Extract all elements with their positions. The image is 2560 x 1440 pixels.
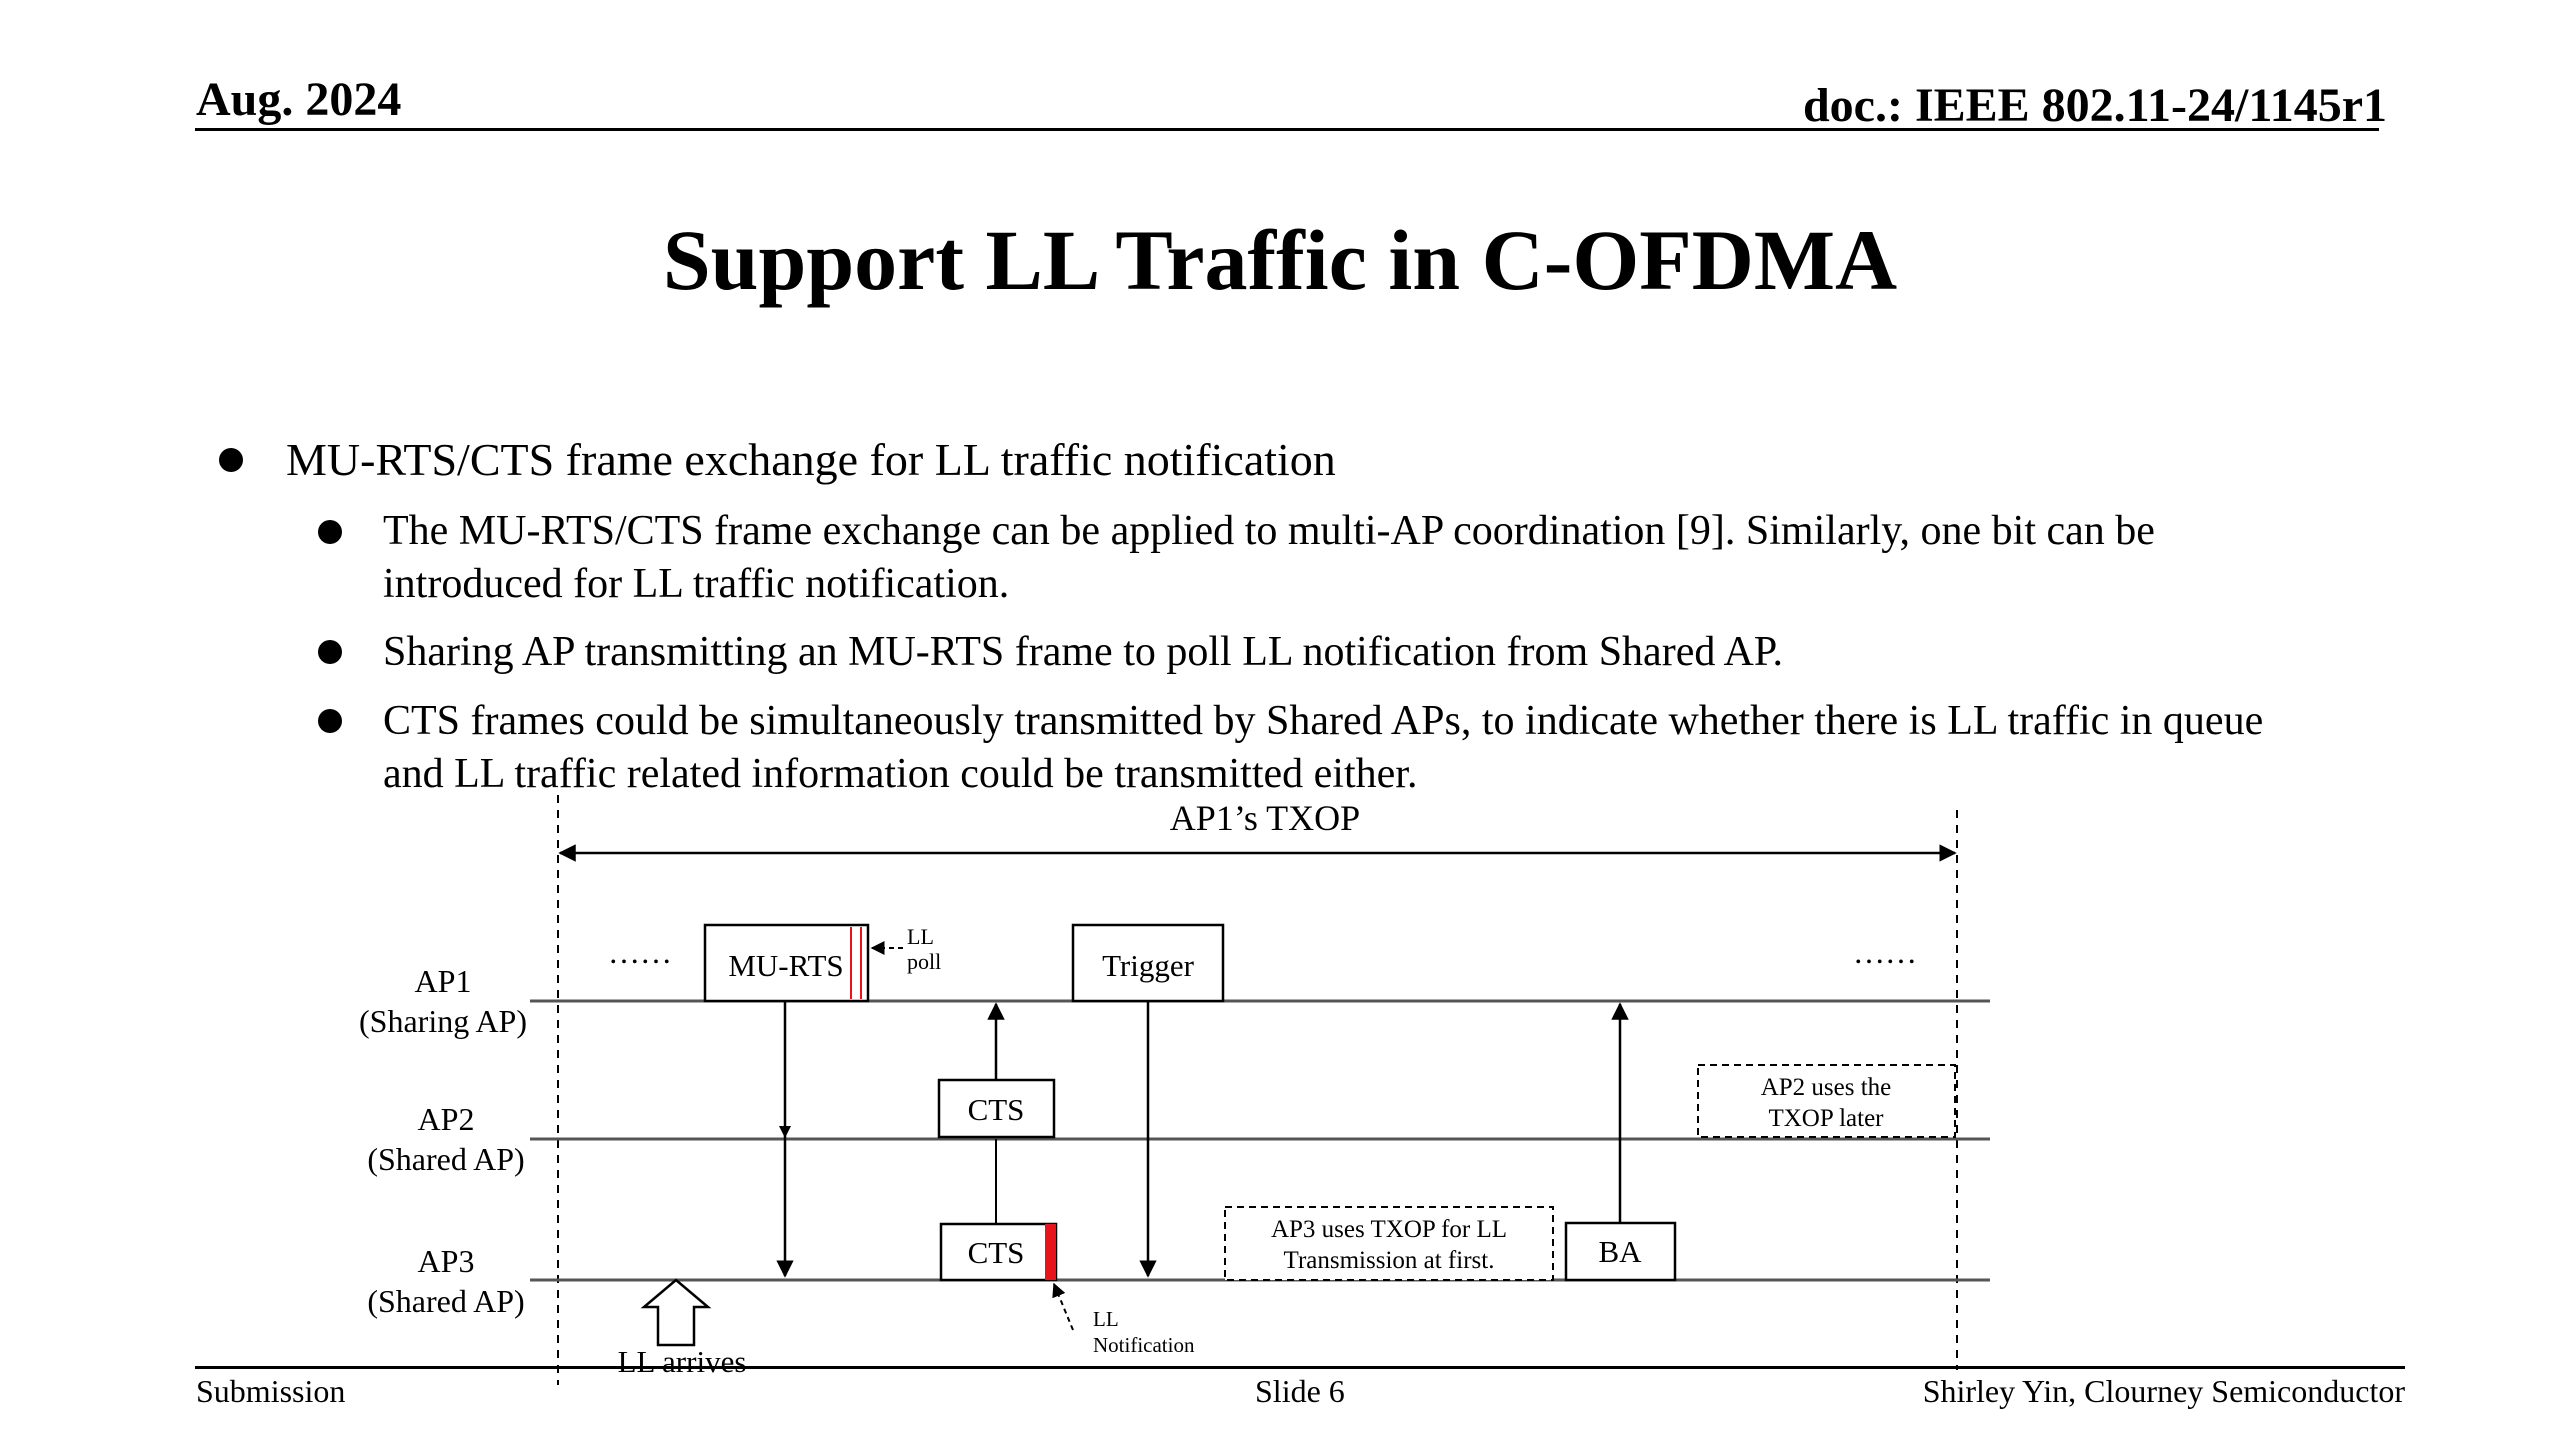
ll-notification-label-2: Notification	[1093, 1333, 1195, 1357]
ap3-cts-frame	[939, 1222, 1058, 1282]
ellipsis-right: ……	[1853, 934, 1917, 970]
ll-arrives-label: LL arrives	[618, 1344, 747, 1379]
ap3-name: AP3	[418, 1243, 475, 1279]
ap2-name: AP2	[418, 1101, 475, 1137]
ap3-uses-txop-box	[1224, 1206, 1554, 1281]
ba-frame	[1564, 1221, 1677, 1282]
slide-title: Support LL Traffic in C-OFDMA	[662, 212, 1898, 308]
ap2-uses-txop-later-box	[1697, 1064, 1956, 1138]
ll-notification-label-1: LL	[1093, 1307, 1119, 1331]
footer-submission: Submission	[196, 1373, 346, 1409]
trigger-label: Trigger	[1102, 948, 1195, 983]
bullet-dot-sub1	[318, 520, 342, 544]
bullet-sub2: Sharing AP transmitting an MU-RTS frame …	[383, 629, 1784, 675]
ap2-later-line1: AP2 uses the	[1761, 1074, 1892, 1101]
bullet-sub1-line2: introduced for LL traffic notification.	[383, 561, 1010, 607]
trigger-frame	[1071, 923, 1225, 1003]
ap1-role: (Sharing AP)	[359, 1003, 527, 1039]
ap3-uses-txop-line1: AP3 uses TXOP for LL	[1271, 1216, 1507, 1243]
ll-notification-pointer	[1052, 1282, 1074, 1331]
txop-label: AP1’s TXOP	[1170, 798, 1360, 838]
ap1-name: AP1	[415, 963, 472, 999]
bullet-dot-sub3	[318, 709, 342, 733]
ap2-later-line2: TXOP later	[1768, 1105, 1884, 1132]
ba-label: BA	[1598, 1234, 1642, 1269]
bullet-dot-main	[219, 448, 243, 472]
mu-rts-to-ap2-arrowhead	[779, 1126, 791, 1138]
header-rule	[195, 128, 2379, 131]
ap2-cts-label: CTS	[968, 1092, 1025, 1127]
mu-rts-label: MU-RTS	[728, 948, 843, 983]
bullet-dot-sub2	[318, 640, 342, 664]
ll-notification-bit	[1045, 1224, 1056, 1280]
ll-arrives-arrow-icon	[640, 1278, 712, 1347]
ellipsis-left: ……	[608, 934, 672, 970]
footer-rule	[195, 1366, 2405, 1369]
ap2-cts-frame	[937, 1078, 1056, 1139]
ap3-uses-txop-line2: Transmission at first.	[1284, 1247, 1495, 1274]
footer-slide-number: Slide 6	[1255, 1373, 1345, 1409]
ap2-role: (Shared AP)	[367, 1141, 524, 1177]
ll-poll-label-1: LL	[907, 924, 934, 949]
ll-poll-label-2: poll	[907, 949, 941, 974]
mu-rts-frame	[703, 923, 870, 1003]
bullet-sub3-line1: CTS frames could be simultaneously trans…	[383, 698, 2264, 744]
bullet-main: MU-RTS/CTS frame exchange for LL traffic…	[286, 434, 1336, 485]
ap3-role: (Shared AP)	[367, 1283, 524, 1319]
header-date: Aug. 2024	[196, 73, 402, 126]
ap3-cts-label: CTS	[968, 1235, 1025, 1270]
header-doc-id: doc.: IEEE 802.11-24/1145r1	[1802, 79, 2387, 132]
bullet-sub1-line1: The MU-RTS/CTS frame exchange can be app…	[383, 508, 2155, 554]
footer-author: Shirley Yin, Clourney Semiconductor	[1922, 1373, 2405, 1409]
bullet-sub3-line2: and LL traffic related information could…	[383, 751, 1418, 797]
